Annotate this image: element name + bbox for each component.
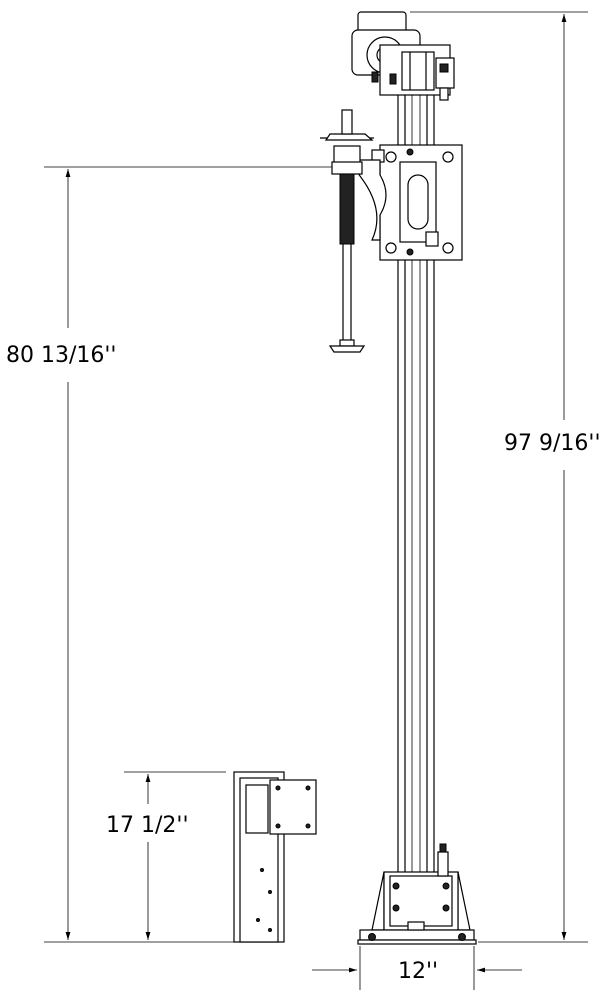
column-base [357,843,477,945]
base-height-label: 17 1/2'' [106,813,189,838]
base-width-label: 12'' [398,959,438,984]
base-height-dimension: 17 1/2'' [106,771,226,940]
overall-height-label: 97 9/16'' [504,431,601,456]
base-bracket [233,771,317,943]
overall-height-dimension: 97 9/16'' [410,11,601,943]
base-width-dimension: 12'' [312,946,522,990]
probe-arm [320,109,374,353]
arm-height-dimension: 80 13/16'' [6,166,336,943]
arm-height-label: 80 13/16'' [6,343,116,368]
motor-assembly [351,11,455,101]
carriage [348,144,463,261]
